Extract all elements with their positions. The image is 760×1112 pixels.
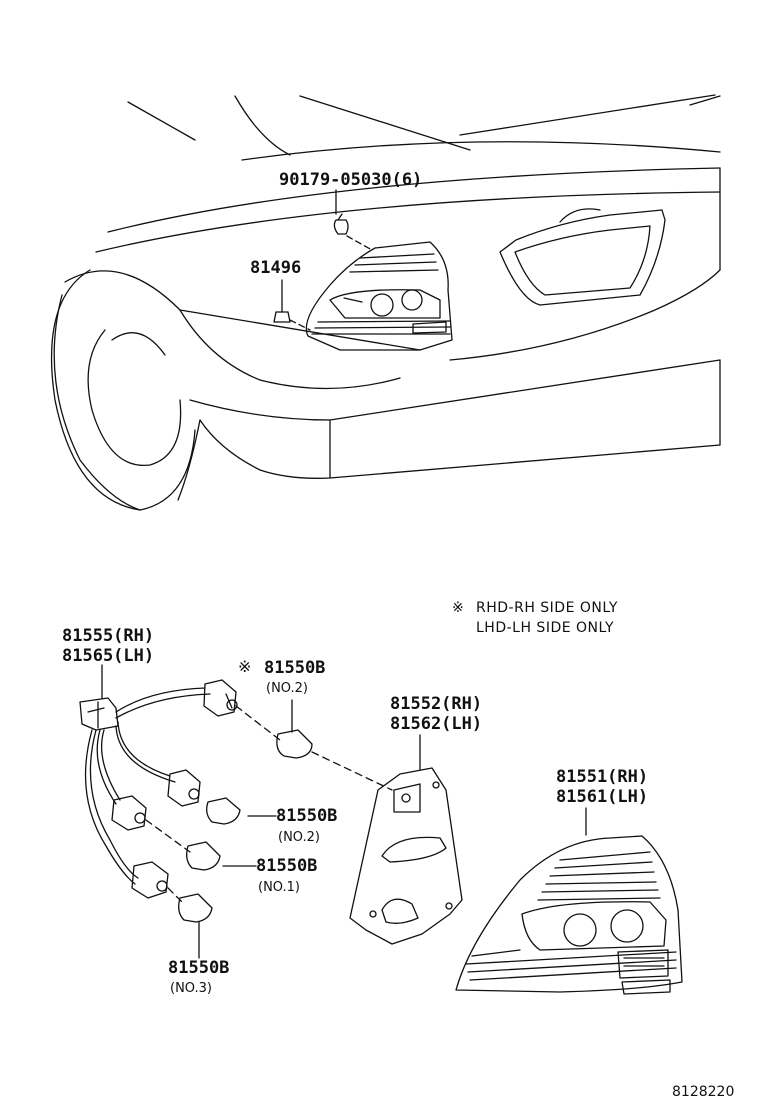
callout-lens-lh: 81561(LH)	[556, 787, 649, 807]
note-line-1: RHD-RH SIDE ONLY	[476, 600, 618, 616]
gasket	[349, 767, 463, 945]
callout-bulb-low-note: (NO.1)	[258, 880, 300, 895]
callout-lens-rh: 81551(RH)	[556, 767, 649, 787]
callout-screw: 90179-05030(6)	[279, 170, 423, 190]
car-body-illustration	[50, 94, 721, 511]
note-mark: ※	[452, 600, 465, 616]
bulbs	[145, 705, 393, 923]
lens	[455, 835, 683, 995]
callout-socket-rh: 81555(RH)	[62, 626, 155, 646]
callout-bulb-low: 81550B	[256, 856, 318, 876]
callout-clip: 81496	[250, 258, 302, 278]
callout-socket-lh: 81565(LH)	[62, 646, 155, 666]
note-line-2: LHD-LH SIDE ONLY	[476, 620, 615, 636]
callout-bulb-top: 81550B	[264, 658, 326, 678]
callout-bulb-mid-note: (NO.2)	[278, 830, 320, 845]
callout-gasket-lh: 81562(LH)	[390, 714, 483, 734]
note-mark-icon: ※	[238, 657, 252, 676]
callout-bulb-mid: 81550B	[276, 806, 338, 826]
callout-bulb-top-note: (NO.2)	[266, 681, 308, 696]
callout-bulb-bottom: 81550B	[168, 958, 230, 978]
figure-id: 8128220	[672, 1084, 735, 1100]
leader-lines	[101, 189, 587, 959]
callout-gasket-rh: 81552(RH)	[390, 694, 483, 714]
callout-bulb-bottom-note: (NO.3)	[170, 981, 212, 996]
socket-wire-harness	[79, 679, 238, 899]
